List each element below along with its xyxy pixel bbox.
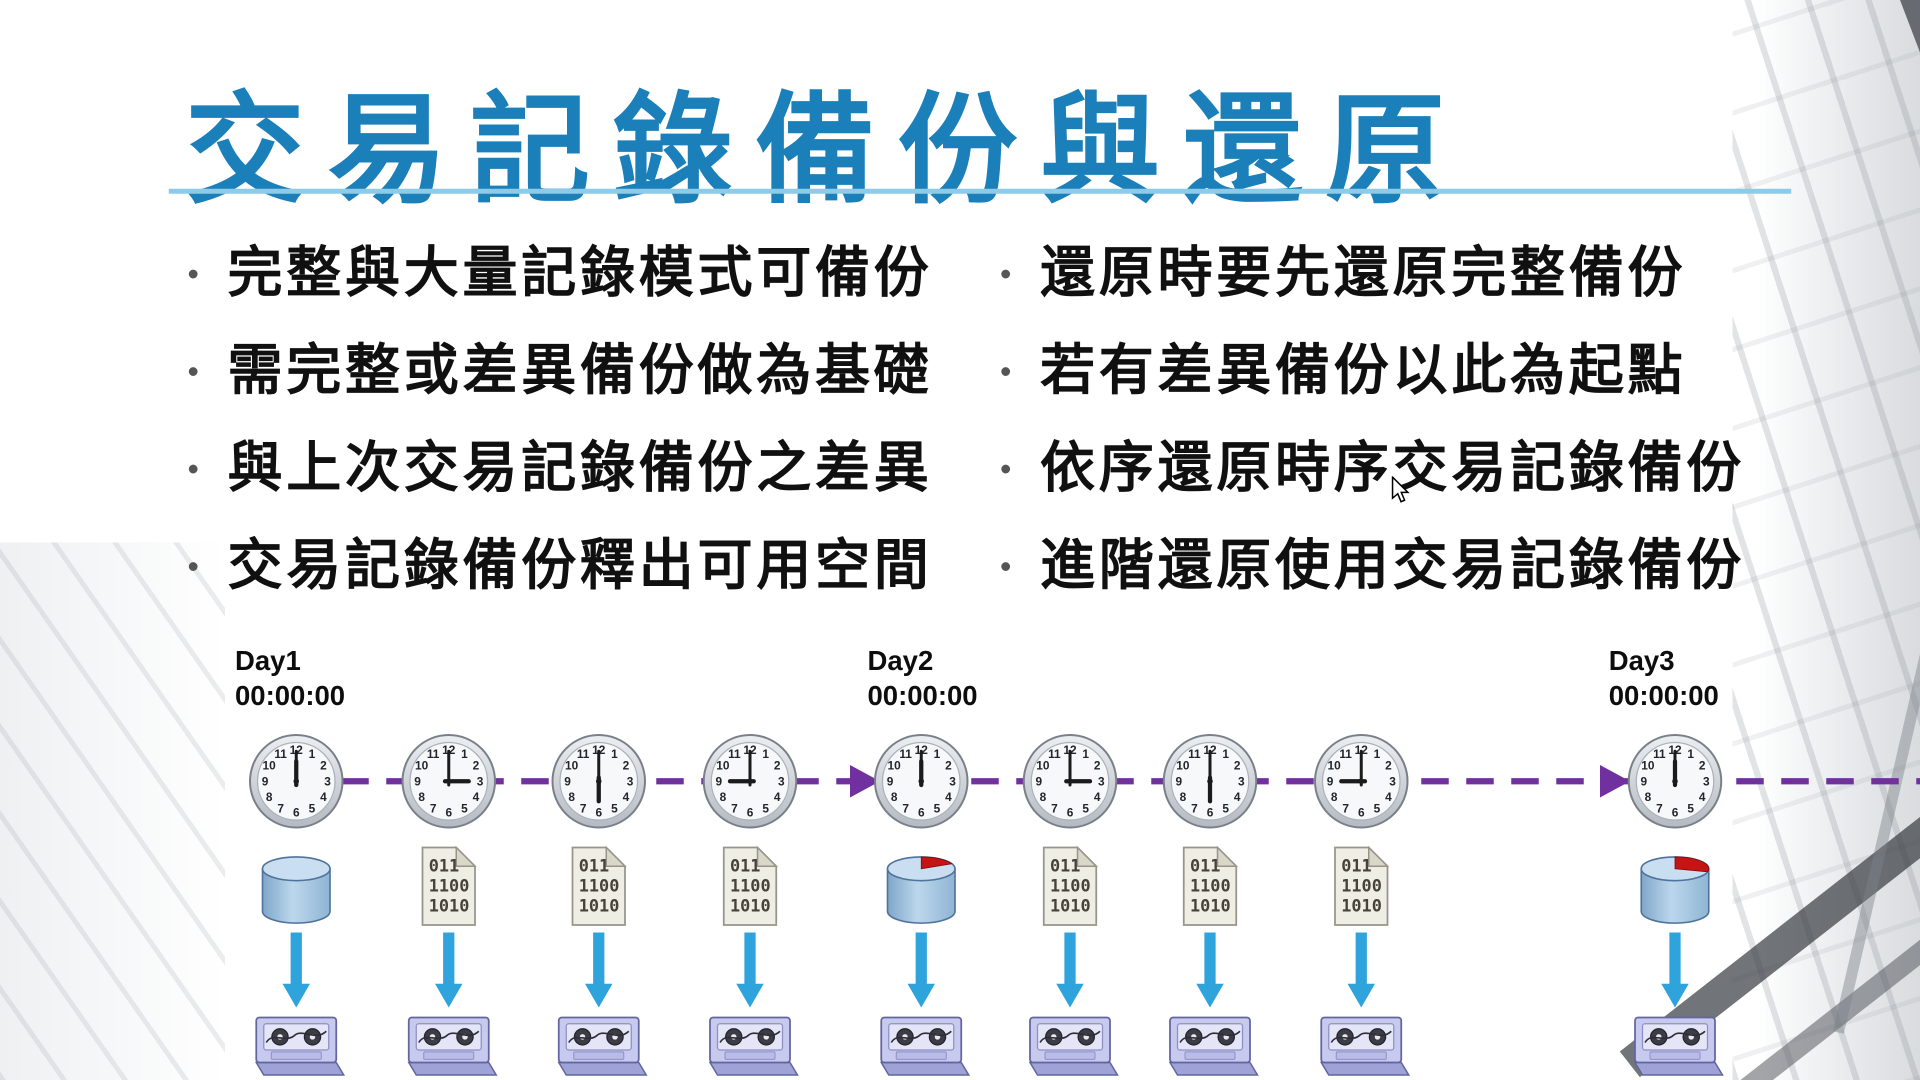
clock-icon-9 — [1627, 734, 1723, 829]
bullet-marker: • — [187, 352, 199, 391]
backup-timeline-diagram: 12 1 2 3 4 5 6 7 8 9 10 11 01 — [235, 645, 1920, 1076]
tape-cartridge-icon — [557, 1016, 648, 1076]
title-underline — [168, 188, 1792, 194]
bullet-text: 交易記錄備份釋出可用空間 — [227, 535, 933, 597]
clock-hands — [293, 749, 299, 788]
clock-hands — [1207, 749, 1213, 804]
bullet-marker: • — [1000, 255, 1012, 293]
day1-label: Day1 00:00:00 — [235, 645, 345, 711]
clock-hands — [727, 749, 756, 787]
bullet-list-right: • 還原時要先還原完整備份 • 若有差異備份以此為起點 • 依序還原時序交易記錄… — [1000, 243, 1810, 633]
full-backup-database-icon — [261, 856, 331, 924]
tape-cartridge-icon — [407, 1016, 498, 1076]
time-axis-arrowhead-day2 — [850, 765, 880, 798]
log-backup-file-icon — [1334, 846, 1389, 926]
bullet-text: 還原時要先還原完整備份 — [1040, 242, 1687, 304]
mouse-cursor — [1391, 476, 1410, 503]
tape-cartridge-icon — [1634, 1016, 1724, 1076]
bullet-item: • 需完整或差異備份做為基礎 — [188, 340, 998, 403]
day3-label: Day3 00:00:00 — [1609, 645, 1719, 711]
tape-cartridge-icon — [880, 1016, 970, 1076]
differential-backup-database-icon — [1640, 856, 1710, 924]
log-backup-file-icon — [1042, 846, 1098, 926]
svg-text:Day1: Day1 — [235, 645, 301, 676]
bullet-text: 進階還原使用交易記錄備份 — [1040, 535, 1745, 597]
clock-icon-8 — [1314, 734, 1409, 829]
tape-cartridge-icon — [1320, 1016, 1410, 1076]
tape-cartridge-icon — [255, 1016, 345, 1076]
bullet-marker: • — [1000, 450, 1012, 488]
bullet-text: 與上次交易記錄備份之差異 — [227, 437, 933, 499]
backup-flow-arrow — [435, 932, 463, 1008]
bullet-text: 若有差異備份以此為起點 — [1040, 340, 1687, 402]
clock-icon-2 — [401, 734, 496, 829]
cursor-arrow — [1391, 476, 1410, 503]
differential-wedge — [1674, 856, 1710, 873]
backup-flow-arrow — [282, 932, 310, 1008]
bullet-item: • 與上次交易記錄備份之差異 — [188, 438, 998, 501]
bullet-text: 需完整或差異備份做為基礎 — [227, 340, 933, 402]
bullet-item: • 還原時要先還原完整備份 — [1000, 243, 1810, 306]
bullet-item: • 交易記錄備份釋出可用空間 — [188, 535, 998, 598]
svg-text:00:00:00: 00:00:00 — [235, 680, 345, 711]
bullet-item: • 進階還原使用交易記錄備份 — [1000, 535, 1810, 598]
time-axis-arrowhead-day3 — [1600, 765, 1630, 798]
svg-text:00:00:00: 00:00:00 — [1609, 680, 1719, 711]
log-backup-file-icon — [1182, 846, 1238, 926]
svg-text:Day3: Day3 — [1609, 645, 1675, 676]
log-backup-file-icon — [421, 846, 476, 926]
bullet-marker: • — [1000, 352, 1012, 391]
background-photo-bottom-left — [0, 542, 225, 1080]
bullet-item: • 若有差異備份以此為起點 — [1000, 340, 1810, 403]
clock-icon-4 — [702, 734, 798, 829]
differential-backup-database-icon — [886, 856, 956, 924]
bullet-marker: • — [187, 255, 199, 293]
tape-cartridge-icon — [1169, 1016, 1259, 1076]
clock-icon-6 — [1022, 734, 1118, 829]
clock-icon-5 — [874, 734, 969, 829]
clock-hands — [442, 749, 471, 787]
clock-hands — [1339, 749, 1368, 787]
clock-icon-3 — [551, 734, 646, 829]
slide-title: 交易記錄備份與還原 — [185, 83, 1468, 218]
bullet-marker: • — [1000, 547, 1012, 586]
backup-flow-arrow — [585, 932, 613, 1008]
clock-hands — [596, 749, 602, 804]
backup-flow-arrow — [1056, 932, 1084, 1008]
backup-flow-arrow — [736, 932, 764, 1008]
bullet-item: • 完整與大量記錄模式可備份 — [188, 243, 998, 306]
clock-hands — [1064, 749, 1093, 787]
tape-cartridge-icon — [1029, 1016, 1119, 1076]
backup-flow-arrow — [1196, 932, 1224, 1008]
backup-flow-arrow — [907, 932, 935, 1008]
log-backup-file-icon — [722, 846, 778, 926]
bullet-item: • 依序還原時序交易記錄備份 — [1000, 438, 1810, 501]
bullet-list-left: • 完整與大量記錄模式可備份 • 需完整或差異備份做為基礎 • 與上次交易記錄備… — [188, 243, 998, 633]
backup-flow-arrow — [1661, 932, 1689, 1008]
log-backup-file-icon — [571, 846, 626, 926]
svg-text:00:00:00: 00:00:00 — [868, 680, 978, 711]
tape-cartridge-icon — [709, 1016, 799, 1076]
bullet-text: 依序還原時序交易記錄備份 — [1040, 437, 1745, 499]
bullet-marker: • — [187, 547, 199, 586]
clock-icon-1 — [249, 734, 344, 829]
svg-text:Day2: Day2 — [868, 645, 934, 676]
backup-flow-arrow — [1347, 932, 1375, 1008]
clock-icon-7 — [1162, 734, 1258, 829]
clock-hands — [918, 749, 924, 788]
bullet-text: 完整與大量記錄模式可備份 — [227, 242, 933, 304]
day2-label: Day2 00:00:00 — [868, 645, 978, 711]
bullet-marker: • — [187, 450, 199, 488]
clock-hands — [1672, 749, 1678, 788]
differential-wedge — [920, 856, 953, 870]
